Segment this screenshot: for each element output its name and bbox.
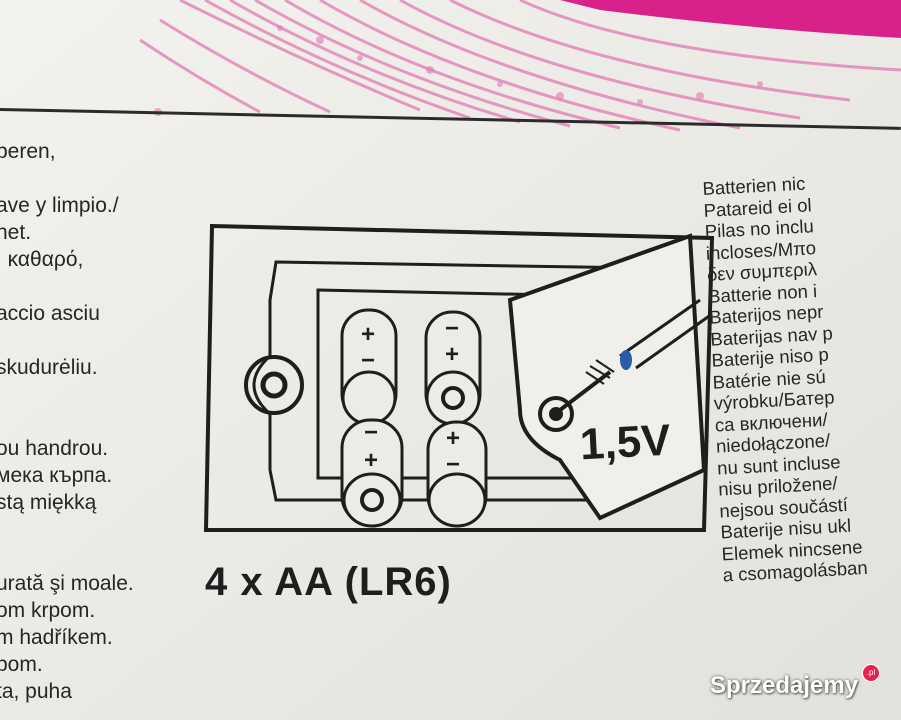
left-line: ta, puha [0,680,72,703]
pink-dots [154,25,763,116]
watermark-logo: Sprzedajemy [710,672,859,699]
left-line [0,516,134,543]
left-line: stą miękką [0,491,97,514]
left-line: ou handrou. [0,437,109,460]
magenta-band [560,0,901,38]
left-line: urată şi moale. [0,572,134,595]
left-line: ave y limpio./ [0,194,119,217]
left-line: pom. [0,653,43,676]
battery-type-caption: 4 x AA (LR6) [205,560,452,604]
left-line [0,165,134,192]
right-battery-note-column: Batterien nic Patareid ei ol Pilas no in… [702,170,868,586]
left-line [0,381,134,408]
left-line: skudurėliu. [0,356,98,379]
polarity-bottom-right-a: + [446,425,460,452]
left-instructions-column: beren, ave y limpio./ net. , καθαρό, acc… [0,138,134,705]
left-line [0,408,134,435]
battery-top-right [424,310,482,426]
left-line: net. [0,221,32,244]
polarity-top-left-b: − [361,347,375,374]
left-line: m hadříkem. [0,626,113,649]
left-line: beren, [0,140,56,163]
left-line: мека кърпа. [0,464,113,487]
polarity-bottom-right-b: − [446,451,460,478]
left-line: accio asciu [0,302,100,325]
polarity-bottom-left-a: − [364,419,378,446]
watermark-badge: .pl [862,664,880,682]
polarity-bottom-left-b: + [364,447,378,474]
pink-swirl-pattern [139,0,901,132]
left-line [0,273,134,300]
left-line: om krpom. [0,599,96,622]
left-line: , καθαρό, [0,248,84,271]
polarity-top-right-a: − [445,315,459,342]
voltage-label: 1,5V [578,415,672,470]
battery-bottom-left [340,418,404,528]
left-line [0,327,134,354]
left-line [0,543,134,570]
battery-bottom-right [426,420,488,528]
polarity-top-left-a: + [361,321,375,348]
screwdriver-icon [558,298,713,412]
polarity-top-right-b: + [445,341,459,368]
